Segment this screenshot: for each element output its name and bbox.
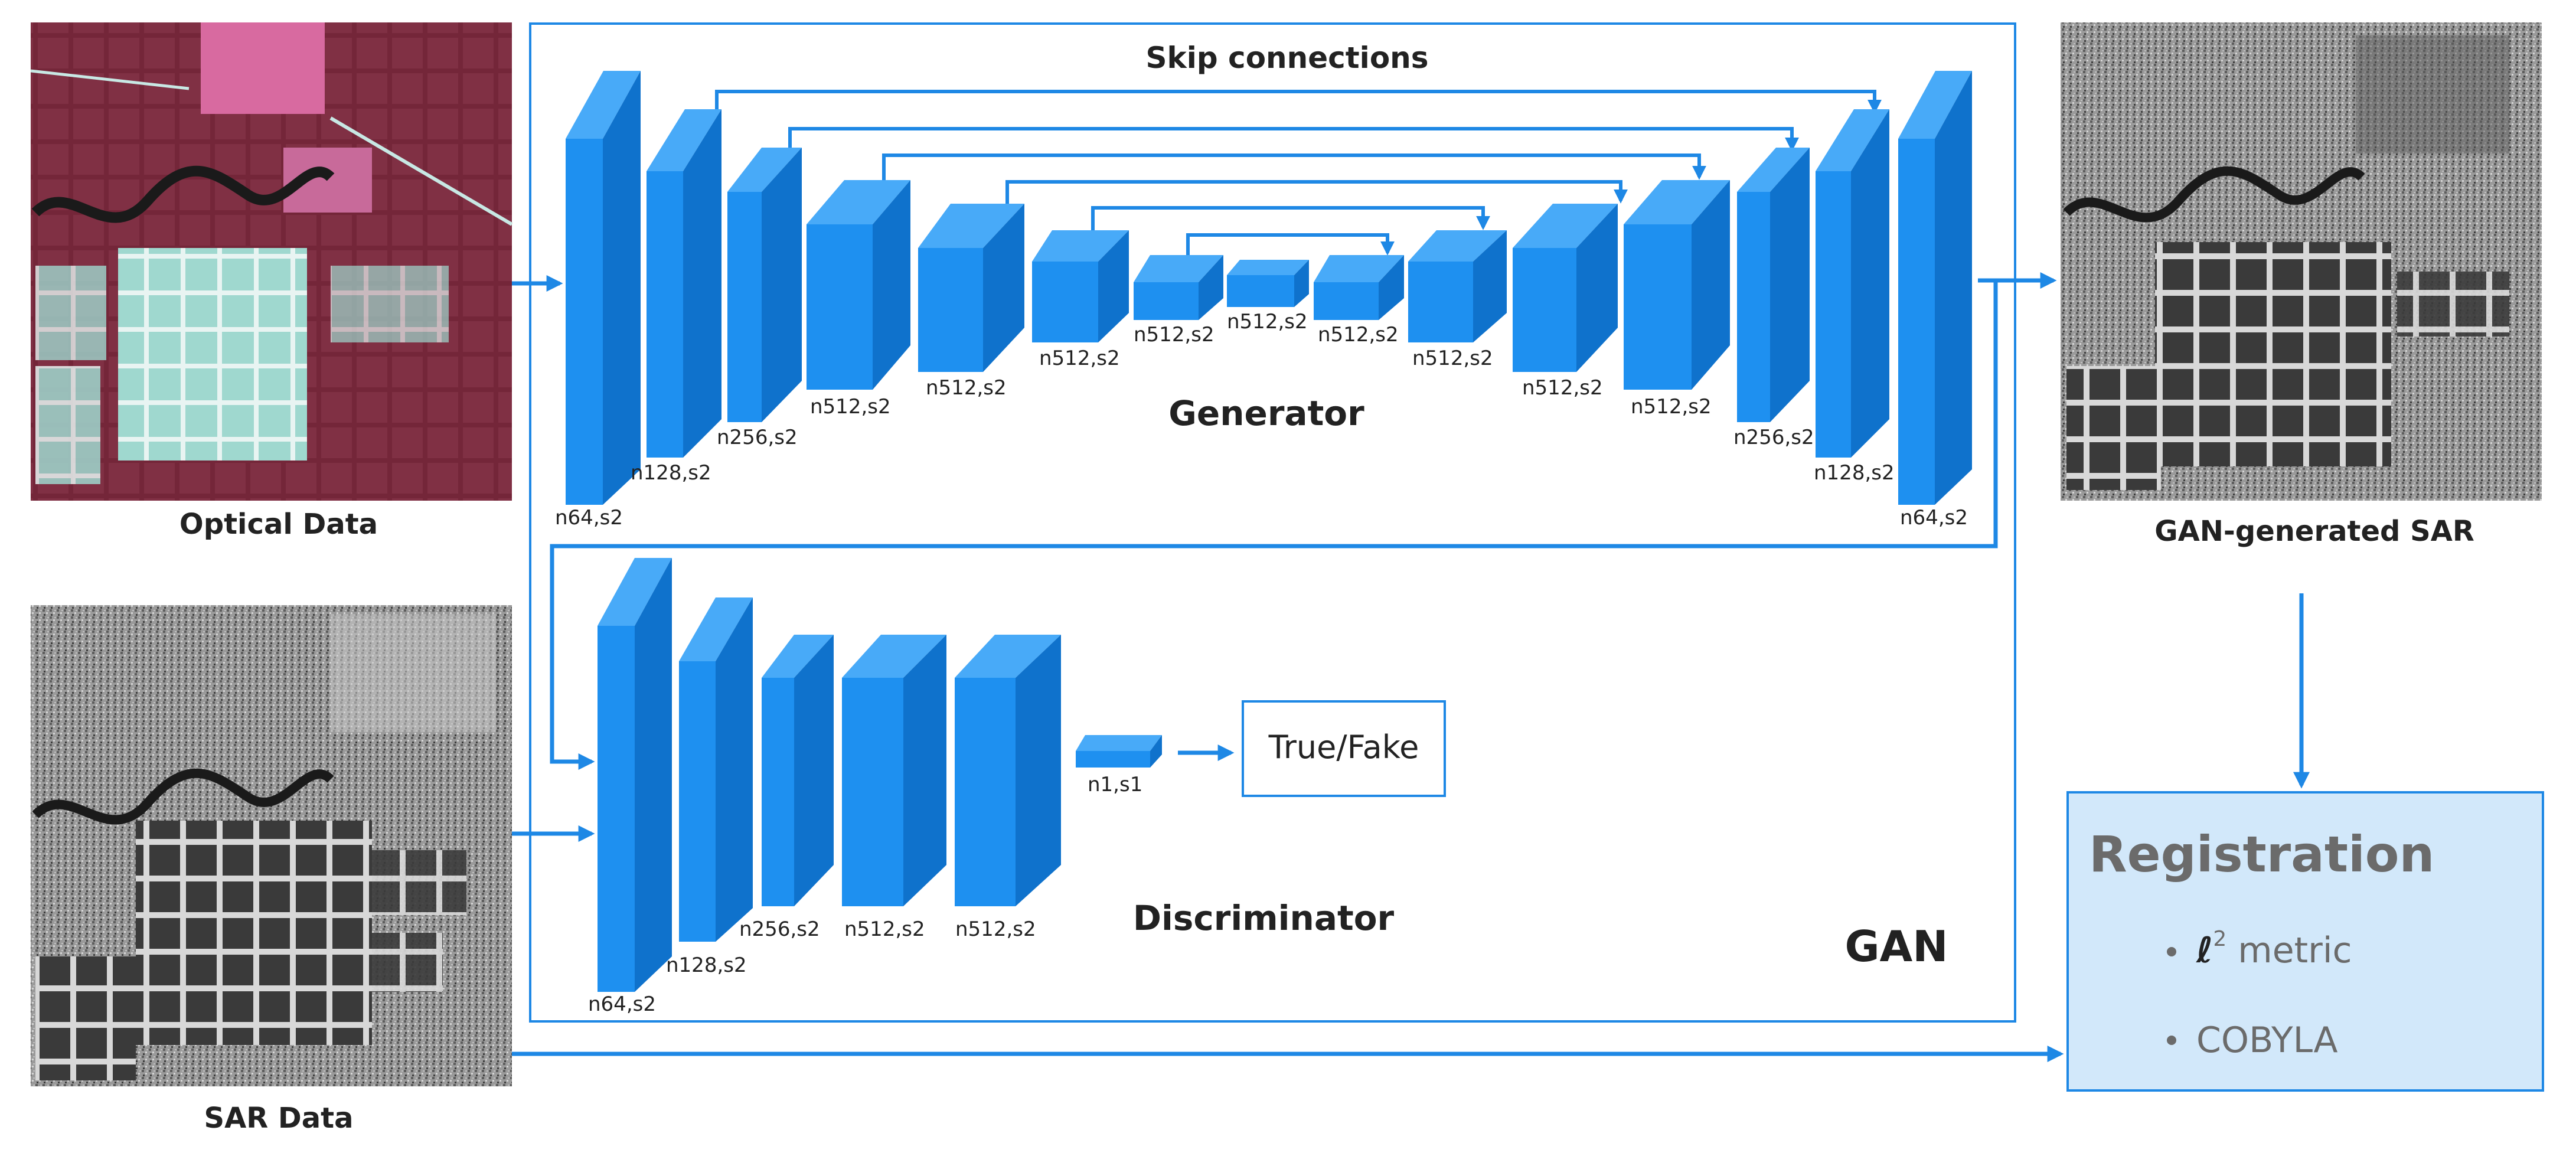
metric-text: metric <box>2238 930 2352 971</box>
generator-to-discriminator-arrow <box>550 280 1998 770</box>
sar-image <box>31 605 512 1086</box>
disc-layer-label: n256,s2 <box>739 917 820 941</box>
discriminator-label: Discriminator <box>1133 898 1395 938</box>
disc-block-6 <box>1076 735 1162 768</box>
gen-layer-label: n256,s2 <box>717 426 798 449</box>
bullet-icon <box>2167 947 2176 956</box>
disc-block-3 <box>762 635 834 906</box>
gen-layer-label: n512,s2 <box>810 395 891 419</box>
gen-block-7 <box>1134 255 1223 320</box>
gen-layer-label: n64,s2 <box>1900 506 1968 530</box>
gen-layer-label: n128,s2 <box>1814 461 1895 485</box>
registration-box: Registration ℓ2 metric COBYLA <box>2066 791 2544 1092</box>
l2-symbol: ℓ <box>2196 930 2213 971</box>
generated-sar-image <box>2061 22 2542 501</box>
flow-arrows <box>512 272 2310 1062</box>
optical-image <box>30 22 513 501</box>
generator-layer-labels: n64,s2 n128,s2 n256,s2 n512,s2 n512,s2 n… <box>555 310 1968 530</box>
gan-frame <box>529 22 2016 1023</box>
skip-arrow-4 <box>1005 180 1628 204</box>
gen-layer-label: n512,s2 <box>1039 347 1120 370</box>
gen-layer-label: n512,s2 <box>1522 376 1603 400</box>
disc-layer-label: n512,s2 <box>844 917 925 941</box>
gen-layer-label: n512,s2 <box>926 376 1007 400</box>
true-fake-label: True/Fake <box>1268 729 1419 766</box>
skip-arrow-2 <box>788 127 1799 152</box>
gen-block-1 <box>566 71 641 505</box>
disc-layer-label: n512,s2 <box>955 917 1036 941</box>
gen-layer-label: n128,s2 <box>631 461 711 485</box>
discriminator-layer-labels: n64,s2 n128,s2 n256,s2 n512,s2 n512,s2 n… <box>588 773 1142 1016</box>
gen-block-4 <box>807 180 910 390</box>
gen-block-3 <box>727 148 802 422</box>
gen-block-13 <box>1737 148 1810 422</box>
gen-block-6 <box>1032 230 1129 342</box>
disc-layer-label: n64,s2 <box>588 992 656 1016</box>
gen-layer-label: n512,s2 <box>1134 323 1214 347</box>
skip-arrow-6 <box>1186 233 1395 256</box>
disc-block-1 <box>598 558 672 992</box>
true-fake-box <box>1242 700 1446 797</box>
skip-connections-label: Skip connections <box>1145 41 1428 75</box>
gan-label: GAN <box>1844 922 1948 971</box>
disc-block-2 <box>679 597 753 942</box>
gen-block-15 <box>1898 71 1972 505</box>
l2-superscript: 2 <box>2213 927 2226 951</box>
gen-block-10 <box>1408 230 1507 342</box>
gen-block-2 <box>647 109 721 458</box>
disc-block-4 <box>842 635 946 906</box>
disc-block-5 <box>955 635 1061 906</box>
optical-caption: Optical Data <box>179 508 378 541</box>
gen-layer-label: n512,s2 <box>1227 310 1308 334</box>
skip-arrow-3 <box>882 154 1706 180</box>
gen-layer-label: n512,s2 <box>1412 347 1493 370</box>
skip-connections <box>715 90 1882 256</box>
skip-arrow-5 <box>1091 206 1490 230</box>
gen-block-9 <box>1314 255 1404 320</box>
registration-title: Registration <box>2089 825 2434 883</box>
gen-layer-label: n64,s2 <box>555 506 623 530</box>
discriminator <box>598 558 1162 992</box>
skip-arrow-1 <box>715 90 1882 114</box>
registration-item-cobyla: COBYLA <box>2196 1020 2338 1061</box>
generated-sar-caption: GAN-generated SAR <box>2154 515 2474 548</box>
gen-block-11 <box>1513 204 1618 372</box>
gen-block-14 <box>1816 109 1889 458</box>
generator-label: Generator <box>1168 393 1364 433</box>
gen-block-8 <box>1227 260 1309 307</box>
gen-block-12 <box>1624 180 1730 390</box>
gen-block-5 <box>918 204 1024 372</box>
gen-layer-label: n256,s2 <box>1733 426 1814 449</box>
disc-layer-label: n128,s2 <box>666 953 747 977</box>
gen-layer-label: n512,s2 <box>1318 323 1399 347</box>
disc-layer-label: n1,s1 <box>1088 773 1142 796</box>
generator <box>566 71 1972 505</box>
registration-item-metric: ℓ2 metric <box>2196 927 2352 971</box>
gen-layer-label: n512,s2 <box>1631 395 1712 419</box>
bullet-icon <box>2167 1036 2176 1045</box>
sar-caption: SAR Data <box>204 1102 354 1135</box>
